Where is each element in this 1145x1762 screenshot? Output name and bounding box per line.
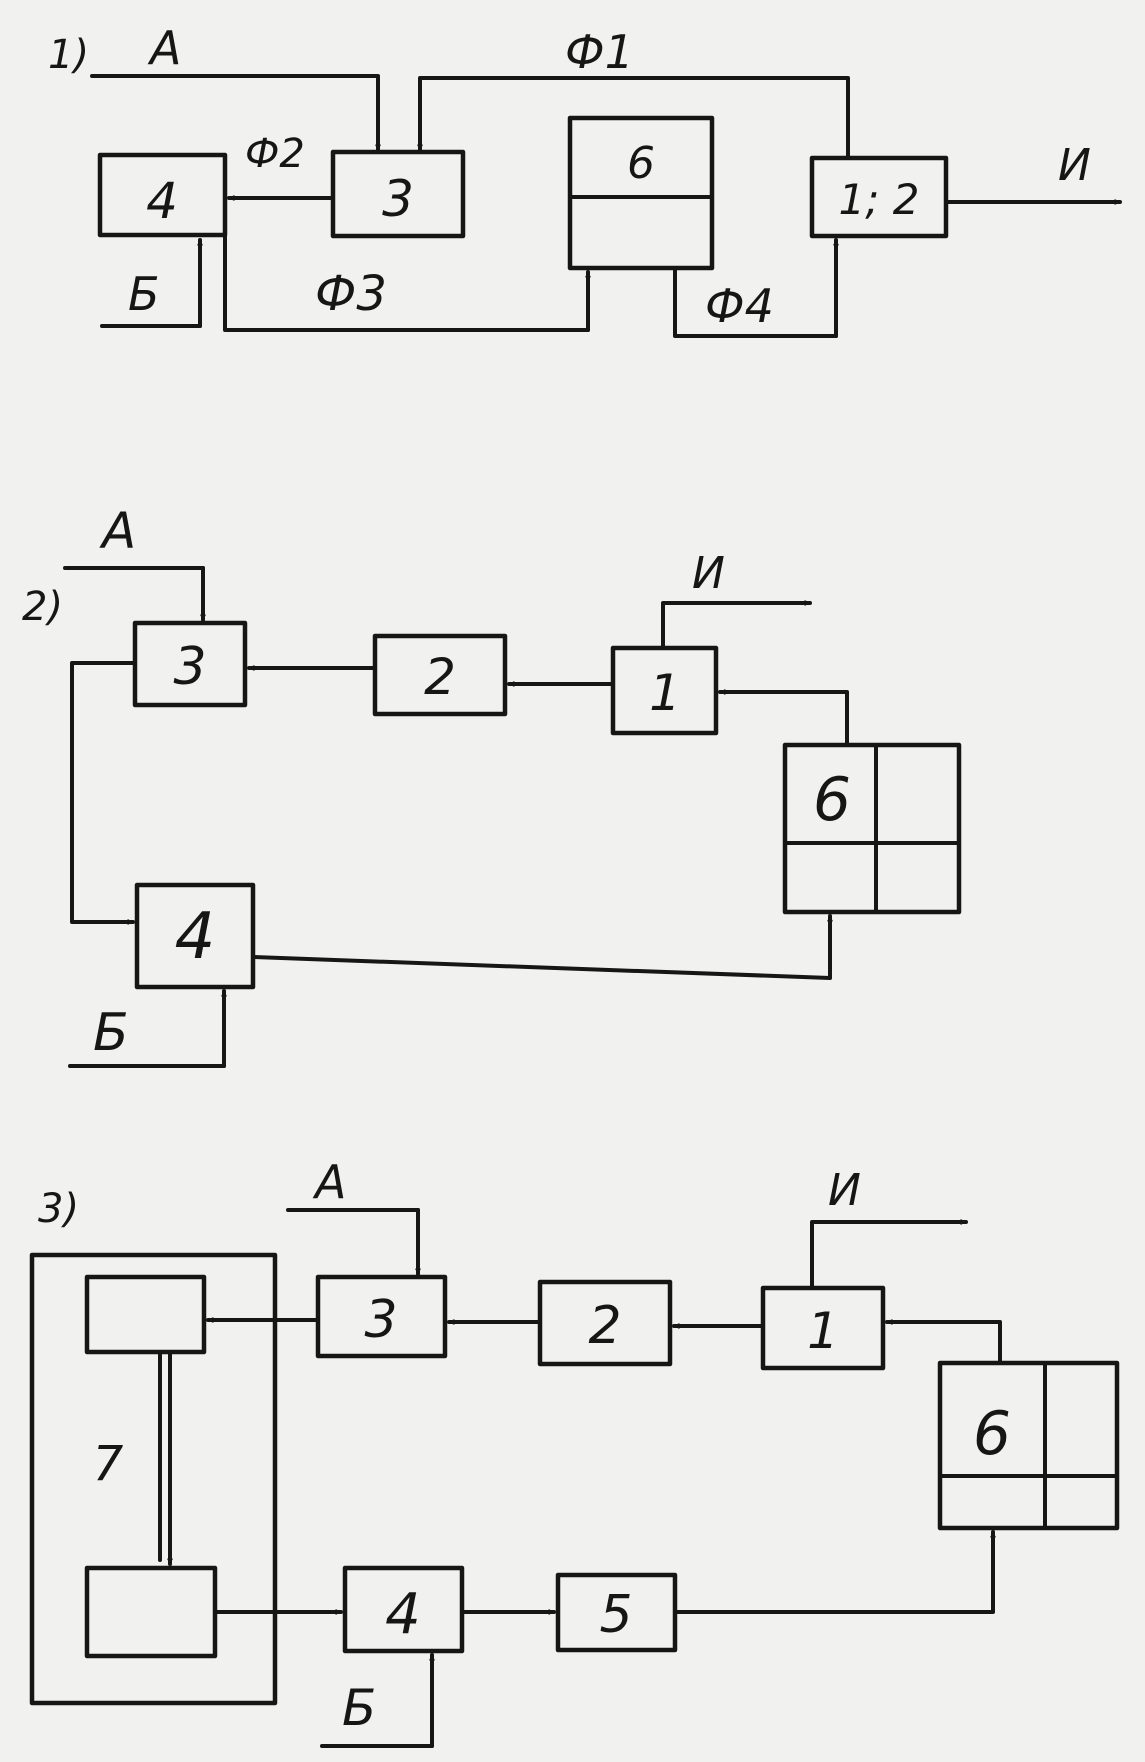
d3-5-to-6-arrow	[673, 1530, 996, 1614]
d3-block-4-label: 4	[385, 1582, 421, 1647]
d1-a-arrow	[90, 74, 381, 152]
d3-block-6-label: 6	[973, 1399, 1011, 1469]
d1-block-6-label: 6	[627, 138, 655, 189]
d3-block-2-label: 2	[588, 1296, 621, 1356]
d2-block-1-label: 1	[649, 664, 681, 722]
d1-signal-b: Б	[128, 267, 160, 321]
diagram-1: 1) 4 3 6 1; 2 А Ф1 Ф2 Ф3 Ф4 Б И	[48, 21, 1122, 338]
d2-4-to-6-arrow	[251, 914, 833, 980]
d2-signal-a: А	[99, 502, 136, 560]
d3-output-line	[810, 1220, 882, 1290]
d3-block-7-top	[84, 1274, 207, 1355]
d1-f3-line	[223, 228, 590, 332]
d3-signal-a: А	[312, 1155, 346, 1209]
d3-block-7-frame	[29, 1252, 278, 1706]
d2-block-4-label: 4	[175, 900, 216, 974]
d2-3-to-4-arrow	[70, 661, 137, 925]
d1-signal-a: А	[147, 21, 181, 75]
d3-block-3-label: 3	[364, 1290, 397, 1350]
d3-block-5-label: 5	[599, 1585, 632, 1645]
d2-signal-b: Б	[93, 1003, 129, 1063]
d2-block-6-label: 6	[813, 765, 851, 835]
diagram-1-number: 1)	[48, 32, 89, 78]
d1-flow-f3: Ф3	[315, 266, 387, 322]
d2-output-line	[661, 601, 722, 650]
d3-signal-b: Б	[342, 1679, 376, 1737]
diagram-3-number: 3)	[38, 1186, 79, 1232]
d1-flow-f1: Ф1	[565, 25, 634, 79]
d3-6-to-1-arrow	[885, 1319, 1002, 1365]
d1-output: И	[1058, 140, 1091, 191]
d3-block-7-bottom	[84, 1565, 218, 1659]
d2-6-to-1-arrow	[718, 689, 849, 747]
diagram-3: 3) 7 3 2 1 4 5 6	[29, 1155, 1120, 1748]
d1-block-4-label: 4	[146, 172, 178, 230]
d2-block-2	[372, 633, 508, 717]
d3-block-7-label: 7	[93, 1436, 124, 1492]
d1-block-6	[567, 115, 715, 271]
d3-block-6	[937, 1360, 1120, 1531]
d1-f1-line	[418, 76, 850, 160]
d2-block-3-label: 3	[173, 637, 206, 697]
d2-output: И	[692, 548, 725, 599]
d2-block-4	[134, 882, 256, 990]
diagram-2: 2) 3 2 1 4 6 А И Б	[22, 502, 962, 1068]
d3-block-3	[315, 1274, 448, 1359]
d1-block-3	[330, 149, 466, 239]
d3-block-4	[342, 1565, 465, 1654]
d1-f4-line	[673, 266, 838, 338]
d1-flow-f2: Ф2	[245, 131, 305, 177]
d1-block-12	[809, 155, 949, 239]
d3-output: И	[828, 1165, 861, 1216]
d1-flow-f4: Ф4	[705, 279, 774, 333]
d2-block-2-label: 2	[424, 648, 456, 706]
d1-block-12-label: 1; 2	[839, 175, 920, 224]
d3-block-1-label: 1	[807, 1302, 839, 1360]
d1-block-3-label: 3	[382, 170, 414, 228]
d1-block-4	[97, 152, 228, 238]
d2-block-6	[782, 742, 962, 915]
diagram-2-number: 2)	[22, 584, 63, 630]
